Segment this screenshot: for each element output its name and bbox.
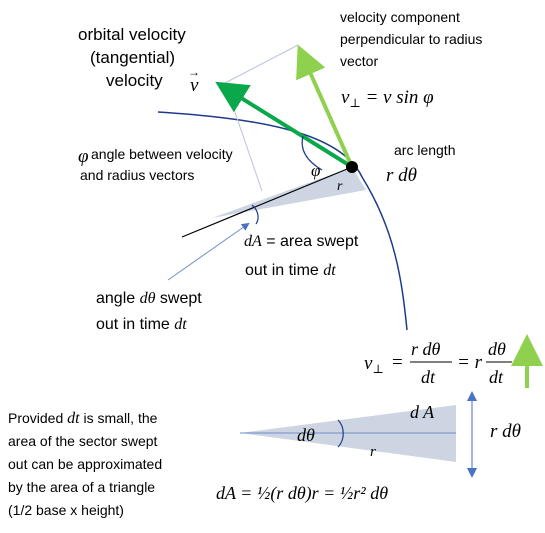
orbital-velocity-line1: orbital velocity [78,25,186,44]
dA-dt-symbol: dt [323,262,336,279]
provided-line2: area of the sector swept [8,433,158,449]
triangle-angle-arc [337,419,344,448]
provided-line4: by the area of a triangle [8,479,155,495]
phi-desc-symbol: φ [78,146,89,167]
velocity-component-line1: velocity component [340,9,460,25]
svg-text:velocity component perpend: velocity component perpendicular to radi… [340,9,486,69]
dA-desc-line1: = area swept [262,233,359,250]
dtheta-angle-arc [251,204,259,225]
triangle-r-label: r [370,444,376,460]
triangle-dA-label: d A [410,402,435,422]
parallelogram-top [224,44,299,84]
provided-dt: dt [67,410,80,427]
provided-line1b: is small, the [80,410,158,426]
v-vector-label: v [190,75,199,96]
svg-text:angle between velocity and: angle between velocity and radius vector… [80,146,237,183]
phi-desc-line2: and radius vectors [80,167,194,183]
vperp-equation: v⊥ = r dθ dt = r dθ dt [364,339,512,387]
svg-text:dt: dt [489,367,504,387]
phi-desc-line1: angle between velocity [91,146,233,162]
velocity-component-line3: vector [340,53,378,69]
orbital-velocity-line3: velocity [106,71,163,90]
svg-text:dA = area swept out in tim: dA = area swept out in time dt [244,233,363,279]
dtheta-pointer [167,222,250,281]
v-vector-arrow-glyph: → [188,65,200,79]
svg-text:orbital velocity (tangenti: orbital velocity (tangential) velocity [78,25,190,90]
svg-text:=: = [392,352,403,373]
svg-text:angle dθ swept out in time: angle dθ swept out in time dt [96,290,206,333]
radius-line [181,166,353,238]
svg-text:dθ: dθ [488,339,506,359]
phi-angle-label: φ [311,161,320,180]
arc-length-label: arc length [394,142,455,158]
vperp-formula: v⊥ = v sin φ [341,87,434,110]
dtheta-dt-symbol: dt [174,316,187,333]
dA-desc-line2: out in time [245,262,323,279]
svg-text:dt: dt [421,367,436,387]
provided-line5: (1/2 base x height) [8,502,124,518]
provided-line1a: Provided [8,410,67,426]
dA-symbol: dA [244,233,262,250]
triangle-height-label: r dθ [490,421,521,442]
svg-text:Provided dt is small, the: Provided dt is small, the area of the se… [8,410,166,518]
orbit-path [157,111,408,331]
radius-label: r [337,179,343,194]
velocity-arrow [215,81,354,169]
velocity-component-line2: perpendicular to radius [340,31,482,47]
dtheta-desc-line2: out in time [96,316,174,333]
dtheta-desc-symbol: dθ [140,290,156,307]
svg-text:v⊥: v⊥ [364,353,384,376]
perp-velocity-arrow [296,44,354,168]
arc-length-formula: r dθ [386,165,417,186]
planet-dot [346,161,358,173]
svg-text:= r: = r [457,352,483,373]
area-formula: dA = ½(r dθ)r = ½r² dθ [216,483,388,504]
orbital-velocity-line2: (tangential) [90,48,175,67]
dtheta-desc-line1b: swept [155,290,202,307]
provided-line3: out can be approximated [8,456,162,472]
phi-angle-arc [301,135,323,171]
triangle-dtheta-label: dθ [297,425,315,445]
dtheta-desc-line1a: angle [96,290,140,307]
svg-text:r dθ: r dθ [411,339,441,359]
